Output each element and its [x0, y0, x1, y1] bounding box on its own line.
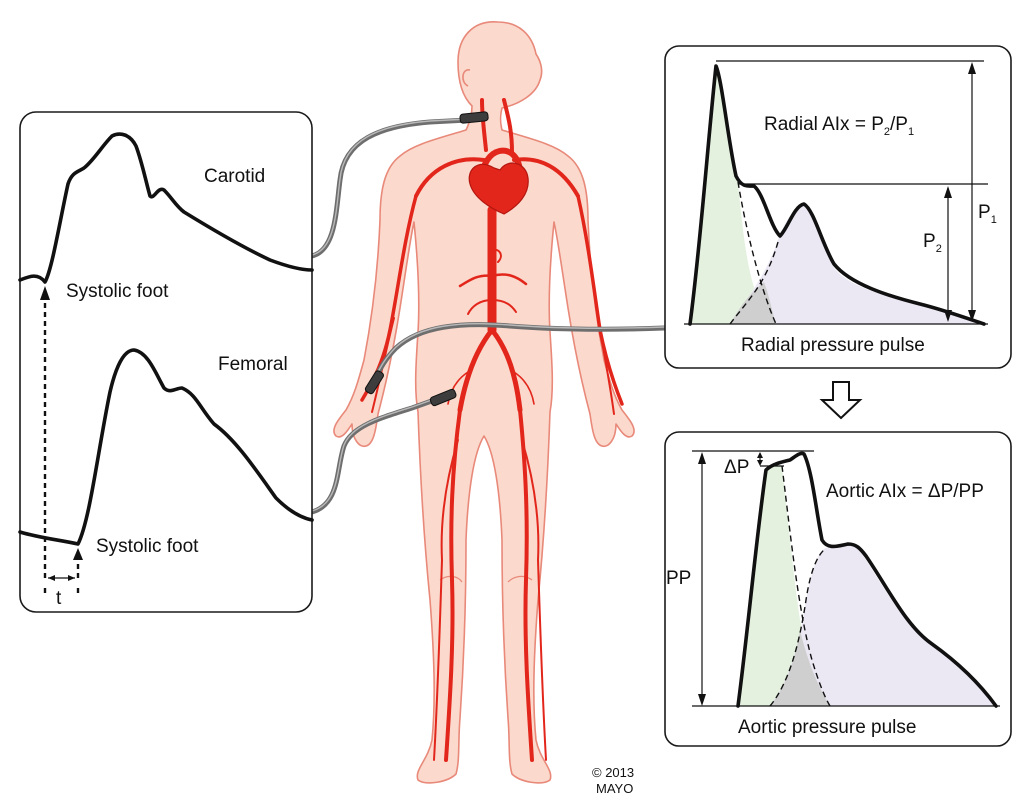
aortic-pulse-panel: PP ΔP Aortic AIx = ΔP/PP Aortic pressure… — [665, 432, 1011, 746]
pp-label: PP — [666, 568, 691, 589]
carotid-title: Carotid — [204, 166, 265, 187]
delta-p-label: ΔP — [724, 457, 749, 478]
radial-caption: Radial pressure pulse — [741, 335, 925, 356]
femoral-title: Femoral — [218, 354, 288, 375]
copyright-year: © 2013 — [592, 765, 634, 780]
radial-pulse-panel: P1 P2 Radial AIx = P2/P1 Radial pressure… — [665, 46, 1011, 368]
aortic-caption: Aortic pressure pulse — [738, 717, 916, 738]
aortic-aix-formula: Aortic AIx = ΔP/PP — [826, 481, 984, 502]
human-figure — [334, 22, 634, 783]
radial-aix-formula: Radial AIx = P2/P1 — [764, 114, 914, 138]
pulse-wave-velocity-panel: Carotid Systolic foot Femoral Systolic f… — [20, 112, 312, 612]
carotid-foot-label: Systolic foot — [66, 281, 169, 302]
copyright-owner: MAYO — [596, 781, 633, 796]
transit-time-label: t — [56, 588, 62, 609]
down-arrow-icon — [822, 382, 860, 418]
femoral-foot-label: Systolic foot — [96, 536, 199, 557]
